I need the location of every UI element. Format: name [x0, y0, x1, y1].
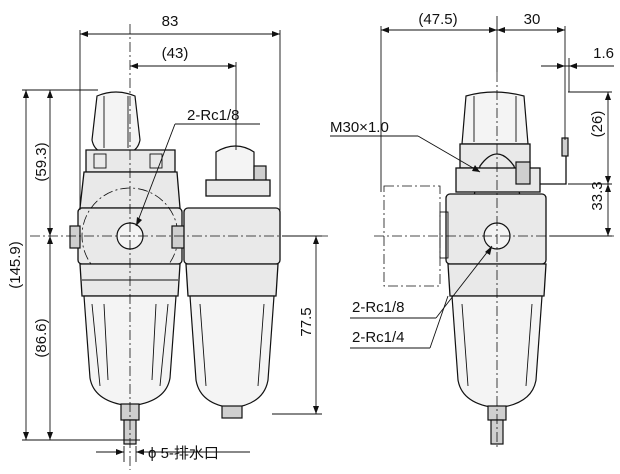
dim-top-to-center: (59.3) [33, 142, 50, 181]
dim-total-width: 83 [162, 13, 179, 30]
dim-bracket-to-center: 33.3 [589, 181, 606, 210]
dim-side-width: 30 [524, 11, 541, 28]
dim-lubricator-height: 77.5 [298, 307, 315, 336]
label-thread: M30×1.0 [330, 119, 389, 136]
dim-port-offset: (43) [162, 45, 189, 62]
label-side-port-b: 2-Rc1/4 [352, 329, 405, 346]
side-arrowheads [381, 27, 611, 255]
front-view [69, 91, 281, 445]
side-knob [461, 91, 529, 145]
dim-gauge-offset: (47.5) [418, 11, 457, 28]
dim-thread-length: 1.6 [593, 45, 614, 62]
lubricator-bowl [189, 295, 275, 409]
label-front-port: 2-Rc1/8 [187, 107, 240, 124]
dim-bracket-height: (26) [589, 111, 606, 138]
label-side-port-a: 2-Rc1/8 [352, 299, 405, 316]
lubricator-cap [215, 145, 255, 181]
side-dim-lines [330, 26, 614, 349]
dim-center-to-bottom: (86.6) [33, 318, 50, 357]
front-arrowheads [23, 31, 319, 455]
dim-total-height: (145.9) [7, 241, 24, 289]
regulator-knob [91, 91, 141, 153]
side-view [383, 91, 569, 445]
label-drain: ϕ 5-排水口 [148, 445, 219, 462]
